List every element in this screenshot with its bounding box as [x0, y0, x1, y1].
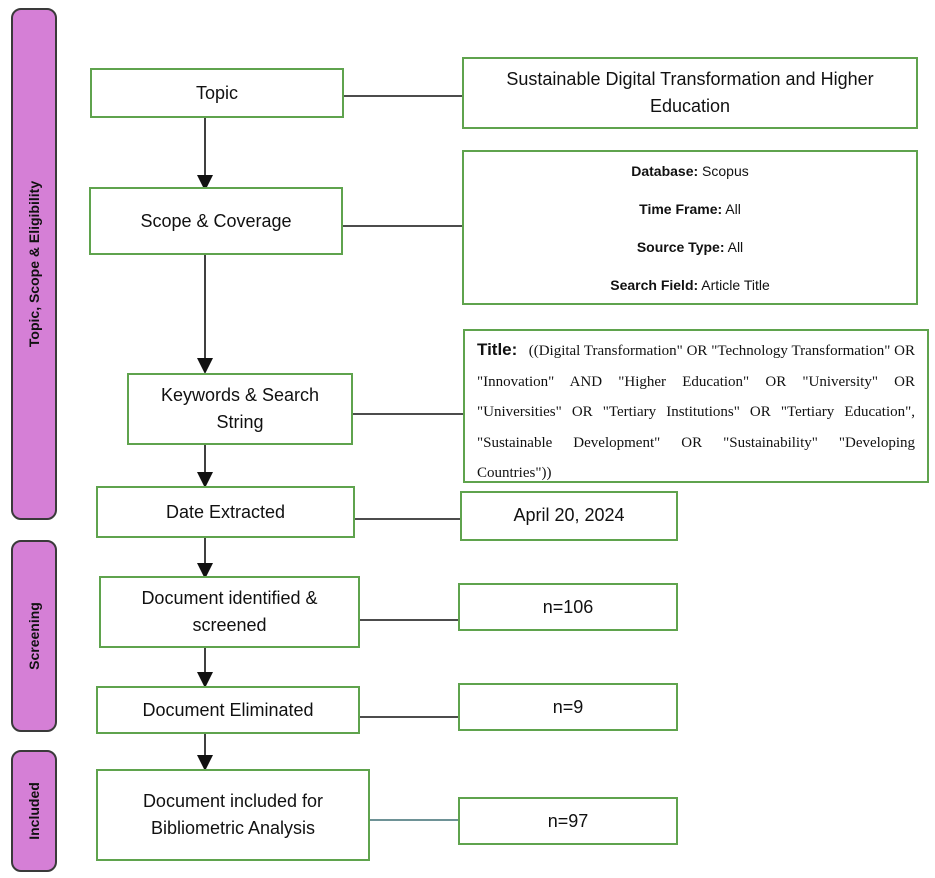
detail-text: n=106 — [542, 597, 594, 617]
detail-text: n=9 — [552, 697, 584, 717]
detail-identified: n=106 — [458, 583, 678, 631]
step-label: Topic — [195, 82, 239, 103]
step-eliminated: Document Eliminated — [96, 686, 360, 734]
detail-topic: Sustainable Digital Transformation and H… — [462, 57, 918, 129]
detail-date: April 20, 2024 — [460, 491, 678, 541]
scope-timeframe: Time Frame: All — [639, 201, 741, 217]
detail-included: n=97 — [458, 797, 678, 845]
step-label: Scope & Coverage — [140, 210, 292, 231]
detail-text: April 20, 2024 — [513, 505, 625, 525]
step-included: Document included for Bibliometric Analy… — [96, 769, 370, 861]
step-label: Document identified & screened — [141, 588, 318, 635]
step-label: Keywords & Search String — [160, 385, 320, 432]
phase-topic-scope-eligibility: Topic, Scope & Eligibility — [11, 8, 57, 520]
step-label: Date Extracted — [165, 501, 286, 522]
detail-scope: Database: Scopus Time Frame: All Source … — [462, 150, 918, 305]
step-label: Document included for Bibliometric Analy… — [142, 791, 324, 838]
detail-eliminated: n=9 — [458, 683, 678, 731]
phase-included: Included — [11, 750, 57, 872]
step-scope: Scope & Coverage — [89, 187, 343, 255]
detail-text: Sustainable Digital Transformation and H… — [506, 69, 874, 116]
scope-search-field: Search Field: Article Title — [610, 277, 770, 293]
detail-search-string: Title: ((Digital Transformation" OR "Tec… — [463, 329, 929, 483]
step-date: Date Extracted — [96, 486, 355, 538]
search-string-label: Title: — [477, 340, 518, 359]
detail-text: n=97 — [547, 811, 589, 831]
search-string-text: ((Digital Transformation" OR "Technology… — [477, 343, 915, 481]
step-label: Document Eliminated — [142, 699, 314, 720]
scope-source-type: Source Type: All — [636, 239, 744, 255]
step-topic: Topic — [90, 68, 344, 118]
scope-database: Database: Scopus — [631, 163, 749, 179]
step-identified: Document identified & screened — [99, 576, 360, 648]
phase-screening: Screening — [11, 540, 57, 732]
step-keywords: Keywords & Search String — [127, 373, 353, 445]
